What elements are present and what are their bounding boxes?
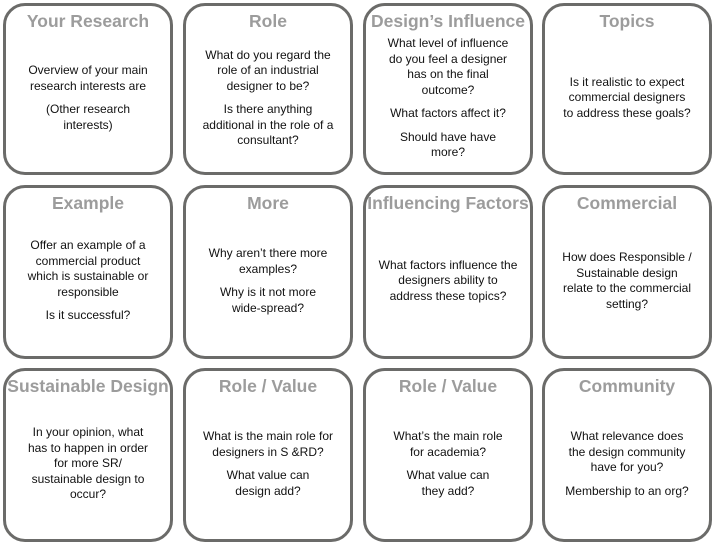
card-title: Community	[578, 376, 676, 396]
card-question: What is the main role for designers in S…	[202, 429, 334, 459]
card-body: What do you regard the role of an indust…	[186, 32, 350, 172]
card-influencing-factors: Influencing Factors What factors influen…	[363, 185, 533, 359]
card-title: Role / Value	[218, 376, 318, 396]
card-body: What factors influence the designers abi…	[366, 214, 530, 356]
card-question: Should have have more?	[399, 129, 497, 160]
card-title: Example	[52, 193, 124, 213]
card-body: Why aren’t there more examples? Why is i…	[186, 214, 350, 356]
card-role: Role What do you regard the role of an i…	[183, 3, 353, 175]
card-body: What’s the main role for academia? What …	[366, 397, 530, 539]
card-question: How does Responsible / Sustainable desig…	[562, 250, 692, 311]
card-title: Sustainable Design	[7, 376, 169, 396]
card-body: Overview of your main research interests…	[6, 32, 170, 172]
card-title: Role	[249, 11, 287, 31]
card-title: More	[247, 193, 289, 213]
card-question: What value can design add?	[226, 468, 310, 498]
card-your-research: Your Research Overview of your main rese…	[3, 3, 173, 175]
card-question: What value can they add?	[406, 468, 490, 498]
card-question: Is it realistic to expect commercial des…	[563, 74, 691, 120]
card-body: In your opinion, what has to happen in o…	[6, 397, 170, 539]
card-question: Membership to an org?	[565, 483, 689, 498]
card-commercial: Commercial How does Responsible / Sustai…	[542, 185, 712, 359]
card-question: Is it successful?	[45, 308, 131, 323]
card-title: Role / Value	[398, 376, 498, 396]
card-body: How does Responsible / Sustainable desig…	[545, 214, 709, 356]
card-more: More Why aren’t there more examples? Why…	[183, 185, 353, 359]
card-designs-influence: Design’s Influence What level of influen…	[363, 3, 533, 175]
card-question: What level of influence do you feel a de…	[387, 36, 509, 97]
card-question: What factors influence the designers abi…	[378, 257, 518, 303]
card-question: What factors affect it?	[390, 106, 506, 120]
card-body: Offer an example of a commercial product…	[6, 214, 170, 356]
card-community: Community What relevance does the design…	[542, 368, 712, 542]
card-question: Overview of your main research interests…	[28, 63, 148, 93]
card-question: What relevance does the design community…	[568, 429, 686, 474]
card-question: Why aren’t there more examples?	[208, 246, 328, 276]
card-example: Example Offer an example of a commercial…	[3, 185, 173, 359]
card-question: Why is it not more wide-spread?	[219, 285, 317, 315]
card-body: What is the main role for designers in S…	[186, 397, 350, 539]
card-question: In your opinion, what has to happen in o…	[27, 425, 149, 502]
card-question: What do you regard the role of an indust…	[205, 47, 331, 93]
card-question: Offer an example of a commercial product…	[27, 238, 149, 299]
card-body: Is it realistic to expect commercial des…	[545, 32, 709, 172]
card-topics: Topics Is it realistic to expect commerc…	[542, 3, 712, 175]
card-body: What level of influence do you feel a de…	[366, 32, 530, 173]
card-question: (Other research interests)	[45, 102, 131, 132]
card-sustainable-design: Sustainable Design In your opinion, what…	[3, 368, 173, 542]
card-title: Your Research	[26, 11, 150, 31]
card-question: Is there anything additional in the role…	[202, 102, 334, 147]
card-body: What relevance does the design community…	[545, 397, 709, 539]
card-title: Commercial	[576, 193, 678, 213]
card-title: Topics	[599, 11, 655, 31]
card-role-value-academia: Role / Value What’s the main role for ac…	[363, 368, 533, 542]
card-title: Design’s Influence	[371, 11, 525, 31]
card-role-value-designers: Role / Value What is the main role for d…	[183, 368, 353, 542]
card-title: Influencing Factors	[367, 193, 529, 213]
card-question: What’s the main role for academia?	[393, 429, 503, 459]
